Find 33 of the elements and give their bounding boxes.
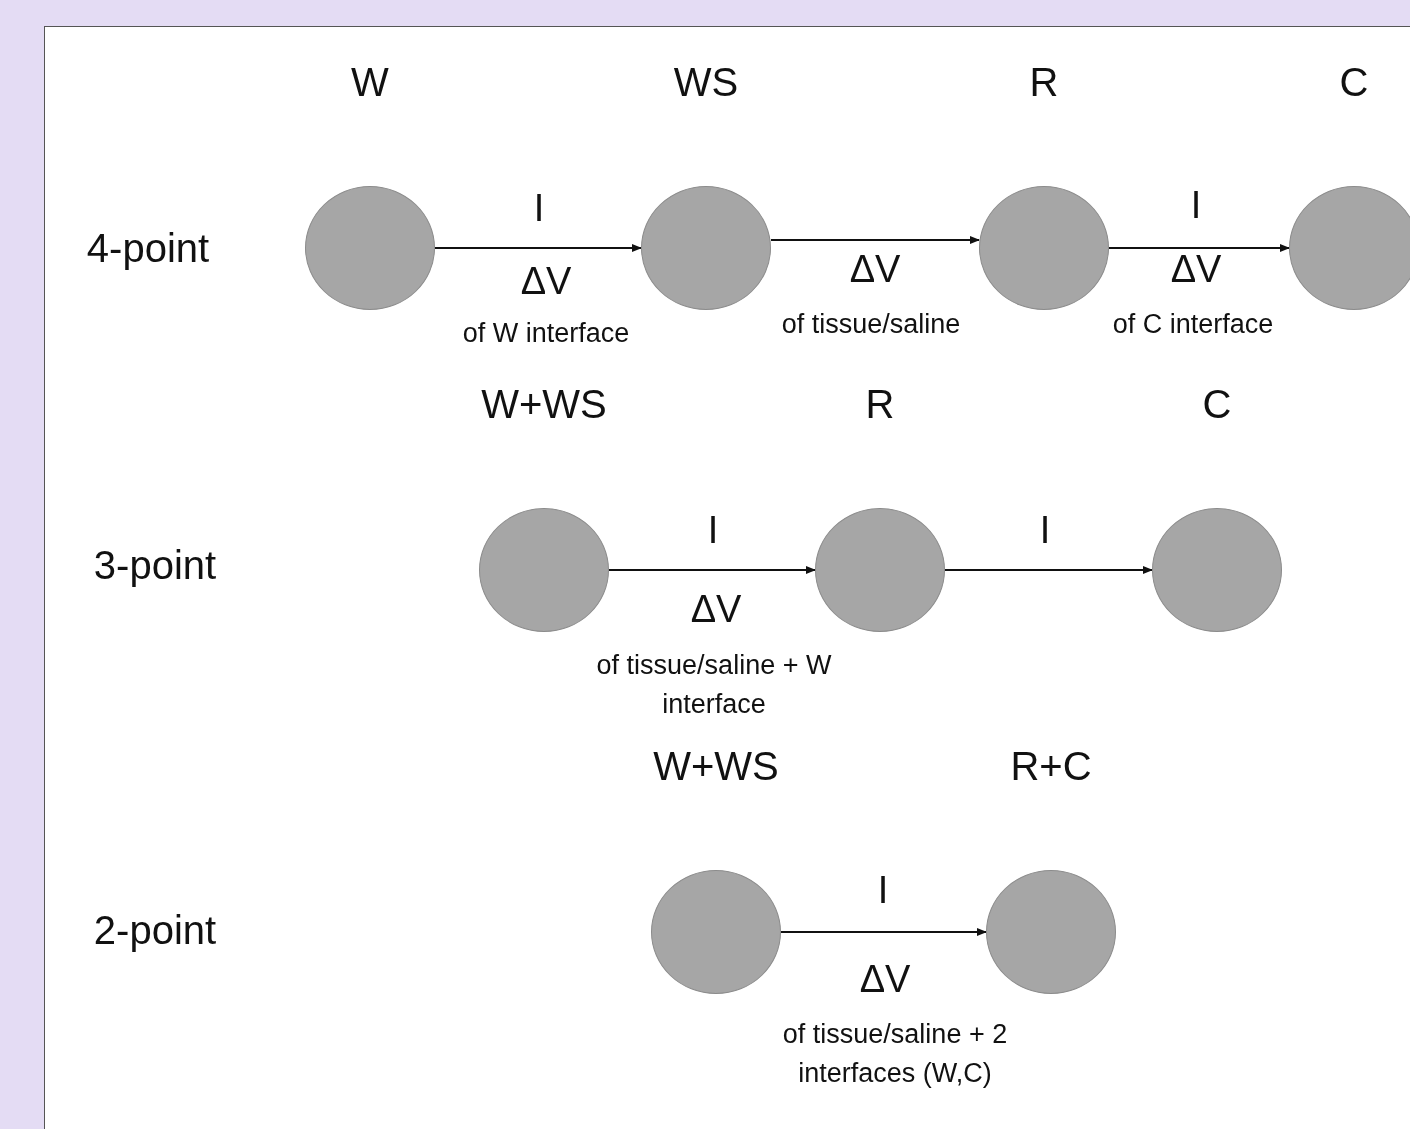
- description-text: of tissue/saline: [780, 308, 962, 342]
- edge-label: I: [877, 868, 889, 912]
- voltage-label: ΔV: [520, 259, 572, 305]
- node-label: WS: [673, 60, 739, 105]
- arrow: [434, 244, 642, 252]
- arrow: [1108, 244, 1290, 252]
- node-label: C: [1339, 60, 1369, 105]
- edge-label: I: [707, 508, 719, 552]
- row-label: 2-point: [93, 907, 217, 954]
- node-label: R: [865, 382, 895, 427]
- node-label: W: [351, 60, 389, 105]
- description-text: of W interface: [461, 317, 631, 351]
- node-label: W+WS: [481, 382, 607, 427]
- voltage-label: ΔV: [849, 247, 901, 293]
- voltage-label: ΔV: [1170, 247, 1222, 293]
- description-text: of tissue/saline + W interface: [595, 648, 833, 721]
- node-label: W+WS: [653, 744, 779, 789]
- row-label: 4-point: [86, 225, 210, 272]
- voltage-label: ΔV: [690, 587, 742, 633]
- edge-label: I: [1039, 508, 1051, 552]
- voltage-label: ΔV: [859, 957, 911, 1003]
- arrow: [780, 928, 987, 936]
- row-label: 3-point: [93, 542, 217, 589]
- description-text: of tissue/saline + 2 interfaces (W,C): [781, 1017, 1009, 1090]
- edge-label: I: [1190, 183, 1202, 227]
- edge-label: I: [533, 186, 545, 230]
- node-label: R: [1029, 60, 1059, 105]
- node-label: R+C: [1010, 744, 1092, 789]
- node-label: C: [1202, 382, 1232, 427]
- arrow: [608, 566, 816, 574]
- description-text: of C interface: [1111, 308, 1275, 342]
- arrow: [770, 236, 980, 244]
- arrow: [944, 566, 1153, 574]
